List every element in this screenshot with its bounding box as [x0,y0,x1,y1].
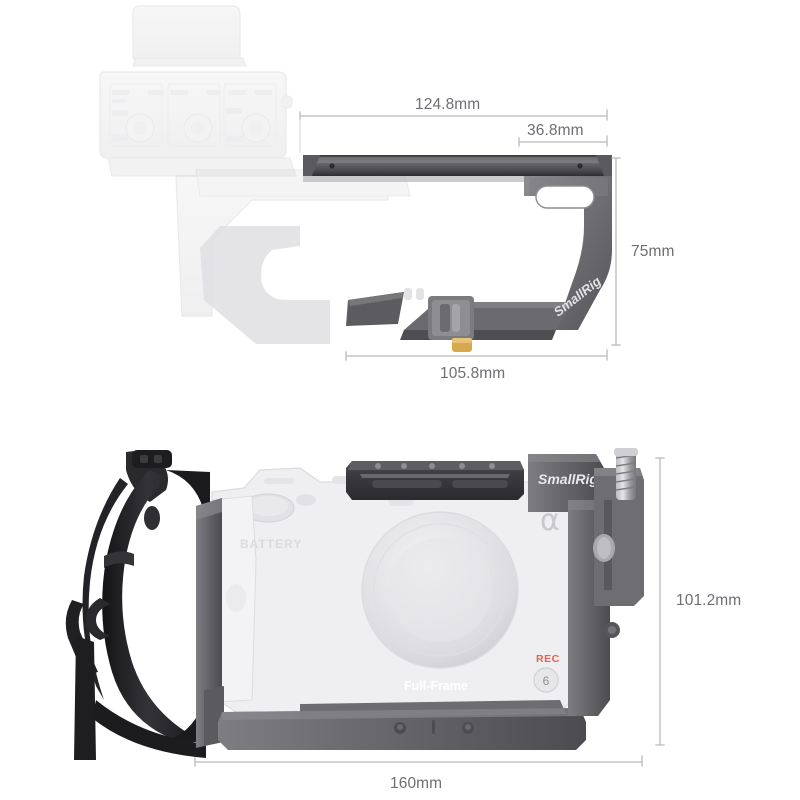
brand-label-bottom: SmallRig [538,471,598,487]
svg-text:BATTERY: BATTERY [240,537,302,551]
top-plate [346,461,524,500]
ghost-camera-body: BATTERY α Full-Frame REC 6 [209,467,573,713]
dimension-label-124-8mm: 124.8mm [415,96,481,113]
dimension-label-105-8mm: 105.8mm [440,365,506,382]
full-frame-label: Full-Frame [404,679,468,693]
thumb-screw [614,448,638,500]
dimension-lines-top [299,109,621,361]
handle-cage-assembly: SmallRig [303,155,612,352]
camera-cage-assembly: SmallRig [196,448,644,750]
dimension-label-36-8mm: 36.8mm [527,122,584,139]
dimension-lines-bottom [194,457,665,767]
quick-release-clamp [428,296,474,352]
rec-label: REC [536,653,560,665]
ghost-grip-body [200,180,330,344]
dimension-label-101-2mm: 101.2mm [676,592,742,609]
dimension-label-75mm: 75mm [631,243,675,260]
ghost-xlr-handle-unit [99,5,297,177]
right-side-plate: SmallRig [528,448,644,716]
button-6-label: 6 [543,674,550,688]
hand-strap [65,450,210,760]
dimension-label-160mm: 160mm [390,775,443,792]
